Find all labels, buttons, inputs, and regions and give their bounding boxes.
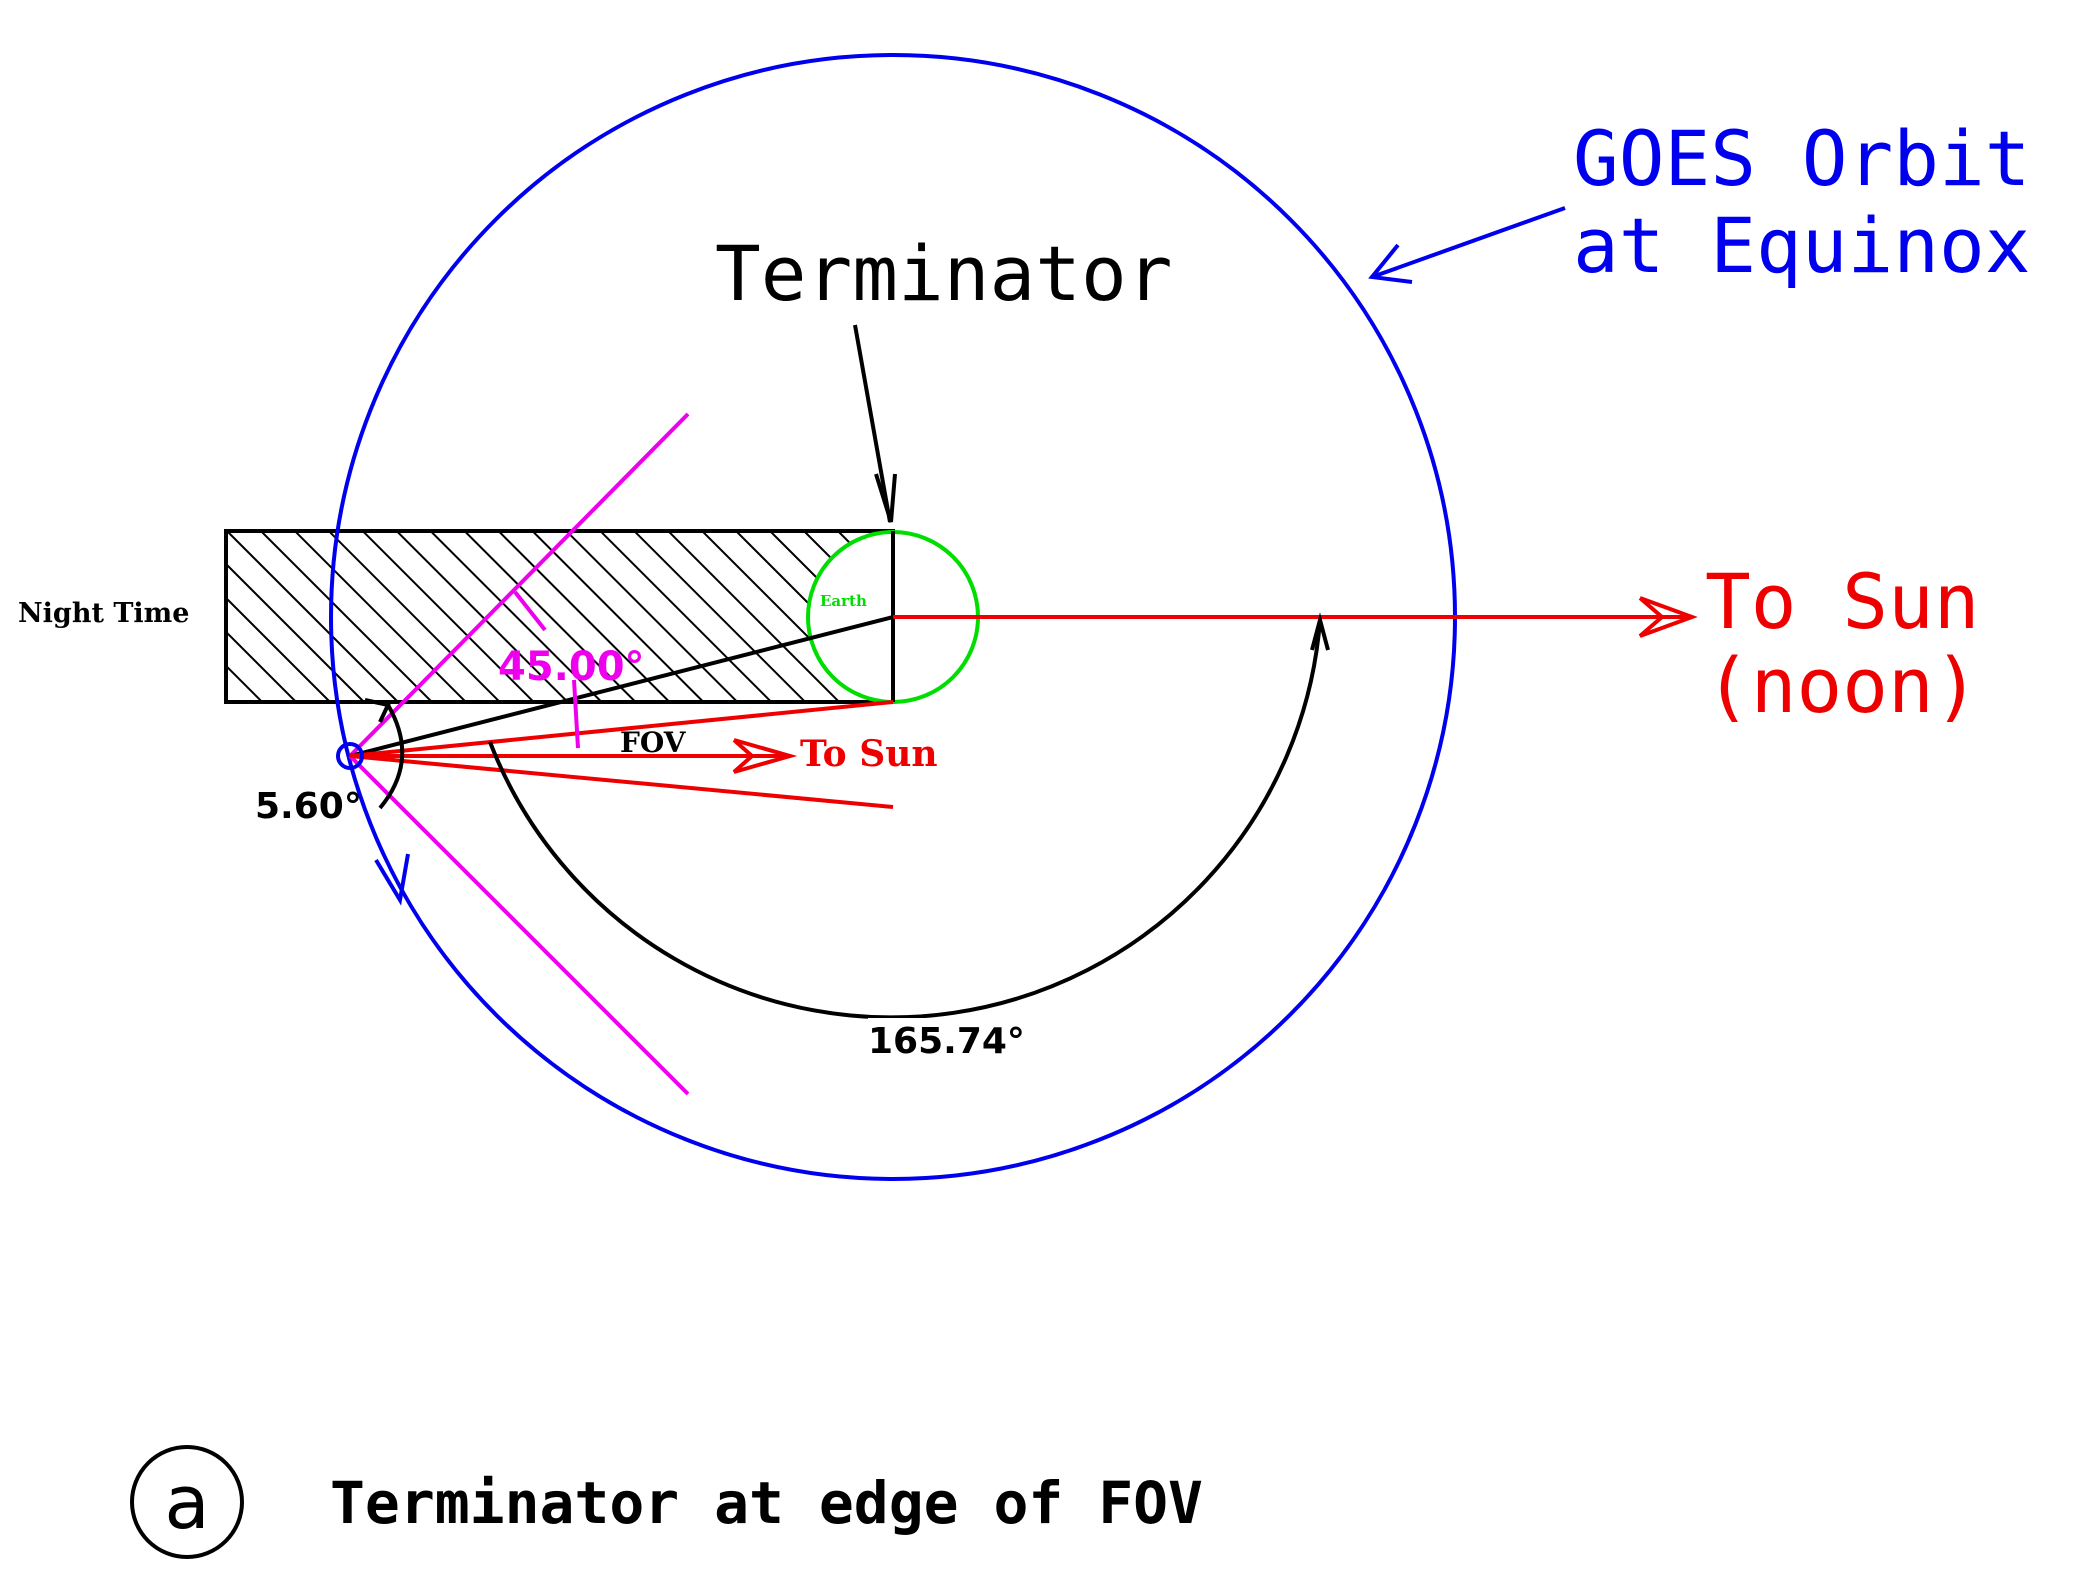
orbit-label-line1: GOES Orbit	[1573, 114, 2031, 203]
sat-sun-arrowhead	[732, 738, 798, 774]
caption-text: Terminator at edge of FOV	[330, 1469, 1203, 1537]
earth-label: Earth	[820, 592, 867, 610]
satellite-marker	[336, 742, 364, 770]
fov-label: FOV	[620, 726, 687, 759]
panel-letter-circle	[130, 1445, 244, 1559]
arc-165	[488, 619, 1322, 1020]
arc-small-arrowhead	[364, 698, 391, 723]
large-angle-label: 165.74°	[868, 1021, 1025, 1062]
arc-165-label-bg	[868, 1018, 1008, 1064]
fov-angle-tick-lower	[572, 679, 580, 749]
fov-angle-tick-upper	[513, 590, 547, 632]
night-region	[224, 529, 895, 704]
sat-to-terminator-line	[349, 700, 894, 758]
orbit-pointer-line	[1371, 206, 1566, 279]
arc-small	[378, 703, 405, 810]
to-sun-noon-line2: (noon)	[1705, 641, 1980, 730]
sat-lower-red-line	[349, 754, 894, 809]
orbit-label-line2: at Equinox	[1573, 201, 2031, 290]
small-angle-label: 5.60°	[255, 786, 362, 827]
arc-165-arrowhead	[1310, 612, 1330, 651]
fov-lower-line	[348, 754, 690, 1096]
sat-to-earth-line	[349, 615, 894, 758]
sun-arrowhead	[1638, 596, 1698, 638]
panel-letter: a	[164, 1460, 209, 1546]
terminator-pointer-line	[853, 324, 892, 523]
fov-upper-line	[348, 412, 690, 758]
to-sun-noon-line1: To Sun	[1705, 557, 1980, 646]
night-time-label: Night Time	[18, 598, 189, 629]
orbit-pointer-arrowhead	[1368, 243, 1413, 284]
orbit-direction-arrowhead	[374, 853, 410, 906]
terminator-pointer-arrowhead	[874, 473, 897, 523]
fov-angle-label: 45.00°	[498, 644, 645, 690]
to-sun-small-label: To Sun	[800, 733, 938, 775]
terminator-label: Terminator	[715, 229, 1173, 318]
